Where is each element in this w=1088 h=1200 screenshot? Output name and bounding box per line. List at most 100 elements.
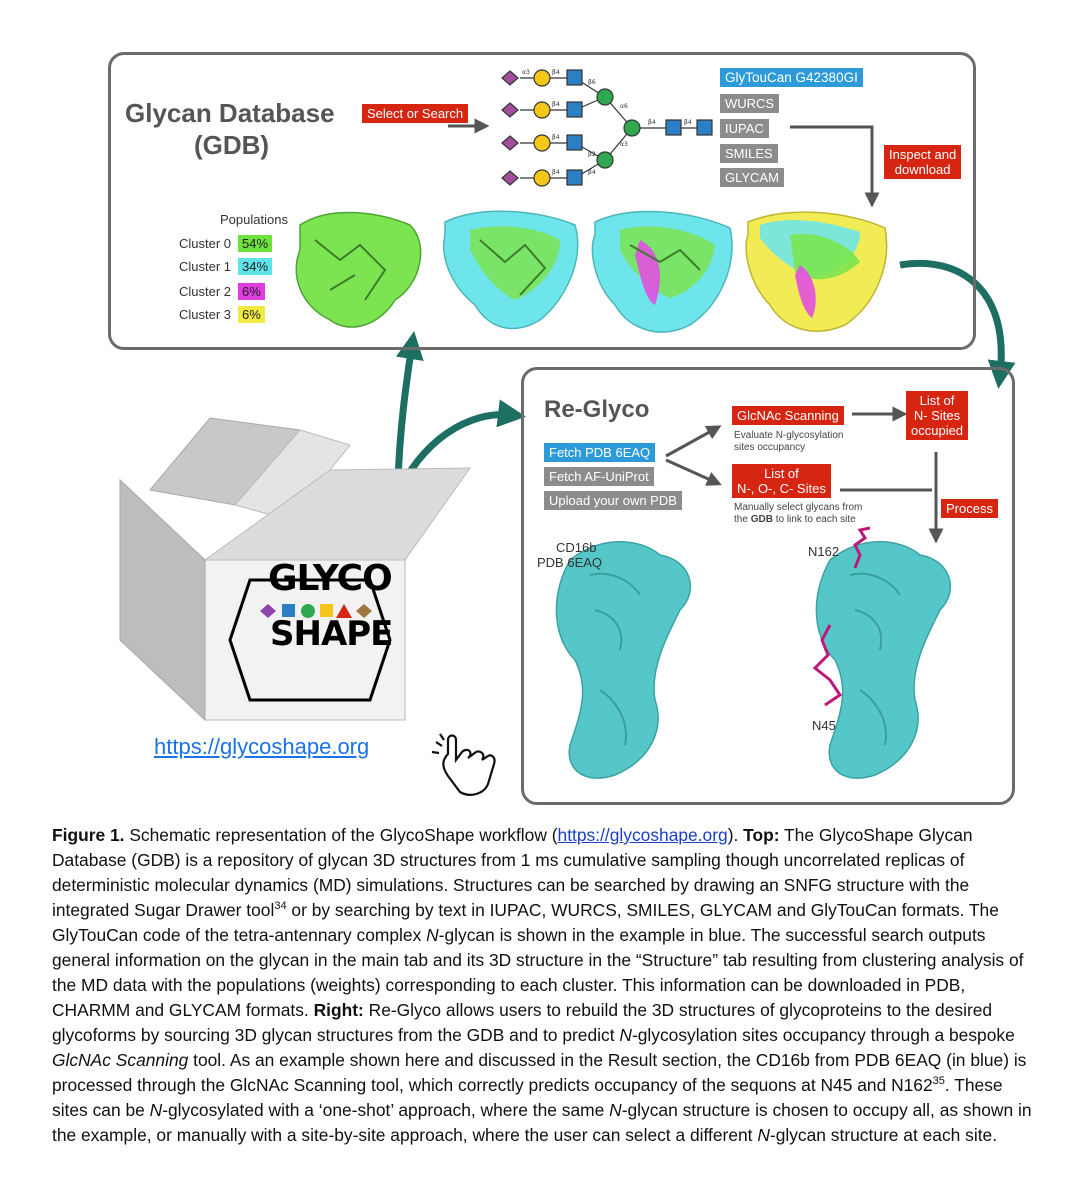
- inspect-line2: download: [894, 162, 951, 177]
- glcnac-icon: [566, 101, 583, 118]
- caption-text: Re-Glyco allows users to rebuild the 3D …: [52, 1000, 993, 1045]
- sialic-acid-icon: [501, 135, 519, 151]
- manual-line1: Manually select glycans from: [734, 502, 863, 513]
- format-glytoucan[interactable]: GlyTouCan G42380GI: [720, 68, 863, 87]
- logo-square-yellow-icon: [320, 604, 333, 617]
- caption-text: ).: [727, 825, 744, 845]
- logo-diamond-brown-icon: [356, 604, 372, 618]
- gdb-title-line1: Glycan Database: [125, 98, 335, 128]
- hand-cursor-icon: [431, 733, 496, 796]
- format-wurcs[interactable]: WURCS: [720, 94, 780, 113]
- linkage-label: β4: [552, 101, 560, 108]
- glycoshape-box: [119, 417, 471, 722]
- cluster-0-label: Cluster 0: [179, 236, 232, 251]
- cluster-3-pct: 6%: [238, 306, 265, 323]
- protein-label-line1: CD16b: [556, 540, 597, 555]
- logo-shape-text: SHAPE: [270, 614, 393, 654]
- cluster-structure-2: [591, 210, 733, 333]
- caption-italic-n: N: [426, 925, 439, 945]
- galactose-icon: [533, 134, 551, 152]
- sialic-acid-icon: [501, 102, 519, 118]
- glycan-n45: [812, 624, 843, 707]
- manual-line2-post: to link to each site: [772, 514, 856, 525]
- occupied-sites-box[interactable]: List of N- Sites occupied: [906, 391, 969, 440]
- arrow-fetch-to-scanning: [665, 425, 722, 458]
- linkage-label: β4: [552, 69, 560, 76]
- caption-link[interactable]: https://glycoshape.org: [557, 825, 728, 845]
- sialic-acid-icon: [501, 170, 519, 186]
- occupied-line3: occupied: [911, 423, 964, 438]
- upload-pdb-button[interactable]: Upload your own PDB: [544, 491, 682, 510]
- cluster-structure-1: [443, 210, 579, 330]
- list-sites-line1: List of: [764, 466, 799, 481]
- logo-diamond-icon: [260, 604, 276, 618]
- fetch-af-button[interactable]: Fetch AF-UniProt: [544, 467, 654, 486]
- arrow-formats-to-inspect: [790, 125, 880, 208]
- glcnac-icon: [566, 69, 583, 86]
- logo-glyco-text: GLYCO: [268, 558, 393, 599]
- glcnac-icon: [566, 134, 583, 151]
- mannose-icon: [596, 88, 614, 106]
- cluster-structure-3: [745, 211, 888, 332]
- inspect-line1: Inspect and: [889, 147, 957, 162]
- caption-text: -glycosylation sites occupancy through a…: [631, 1025, 1015, 1045]
- site-n162-label: N162: [808, 544, 840, 559]
- select-search-button[interactable]: Select or Search: [362, 104, 469, 123]
- gdb-panel: [108, 52, 976, 350]
- reglyco-panel: [521, 367, 1015, 805]
- reglyco-title: Re-Glyco: [544, 396, 650, 423]
- format-glycam[interactable]: GLYCAM: [720, 168, 784, 187]
- logo-circle-icon: [301, 604, 315, 618]
- process-button[interactable]: Process: [941, 499, 998, 518]
- glycoshape-url-link[interactable]: https://glycoshape.org: [154, 734, 370, 759]
- manual-line2: the GDB to link to each site: [734, 514, 856, 526]
- caption-text: -glycan structure at each site.: [769, 1125, 998, 1145]
- galactose-icon: [533, 69, 551, 87]
- format-smiles[interactable]: SMILES: [720, 144, 778, 163]
- glcnac-icon: [665, 119, 682, 136]
- format-iupac[interactable]: IUPAC: [720, 119, 769, 138]
- protein-label-line2: PDB 6EAQ: [537, 555, 603, 570]
- linkage-label: α3: [620, 141, 628, 148]
- glcnac-desc-line1: Evaluate N-glycosylation: [734, 430, 844, 441]
- caption-text: . These sites can be: [52, 1075, 1003, 1120]
- cluster-1-label: Cluster 1: [179, 259, 232, 274]
- mannose-icon: [623, 119, 641, 137]
- caption-text: -glycan structure is chosen to occupy al…: [52, 1100, 1032, 1145]
- mannose-icon: [596, 151, 614, 169]
- arrow-box-to-gdb: [394, 331, 424, 481]
- fetch-pdb-button[interactable]: Fetch PDB 6EAQ: [544, 443, 656, 462]
- figure-graphic: α3 β4 β6 α6 α3 β4 β4 β4 β2 β4 β4 β4: [119, 69, 1016, 796]
- glcnac-scanning-button[interactable]: GlcNAc Scanning: [732, 406, 844, 425]
- linkage-label: α3: [522, 69, 530, 76]
- caption-fig-label: Figure 1.: [52, 825, 125, 845]
- caption-text: The GlycoShape Glycan Database (GDB) is …: [52, 825, 973, 920]
- cluster-2-label: Cluster 2: [179, 284, 232, 299]
- glycan-n162: [853, 526, 871, 569]
- cluster-2-pct: 6%: [238, 283, 265, 300]
- cluster-1-pct: 34%: [238, 258, 273, 275]
- linkage-label: β4: [552, 169, 560, 176]
- caption-italic-n: N: [619, 1025, 632, 1045]
- caption-right-label: Right:: [313, 1000, 364, 1020]
- caption-text: or by searching by text in IUPAC, WURCS,…: [52, 900, 999, 945]
- site-n45-label: N45: [812, 718, 836, 733]
- linkage-label: α6: [620, 103, 628, 110]
- list-sites-button[interactable]: List of N-, O-, C- Sites: [732, 464, 831, 498]
- logo-triangle-icon: [336, 604, 352, 618]
- gdb-title-line2: (GDB): [194, 130, 270, 160]
- linkage-label: β4: [684, 119, 692, 126]
- protein-cd16b-left: [555, 541, 691, 779]
- glcnac-icon: [696, 119, 713, 136]
- cluster-structure-0: [295, 211, 422, 328]
- caption-italic-n: N: [609, 1100, 622, 1120]
- cluster-3-label: Cluster 3: [179, 307, 232, 322]
- galactose-icon: [533, 169, 551, 187]
- glcnac-icon: [566, 169, 583, 186]
- sialic-acid-icon: [501, 70, 519, 86]
- protein-cd16b-right: [812, 526, 951, 779]
- caption-ref: 35: [932, 1075, 945, 1088]
- inspect-download-button[interactable]: Inspect and download: [884, 145, 962, 179]
- caption-ref: 34: [274, 900, 287, 913]
- linkage-label: β4: [648, 119, 656, 126]
